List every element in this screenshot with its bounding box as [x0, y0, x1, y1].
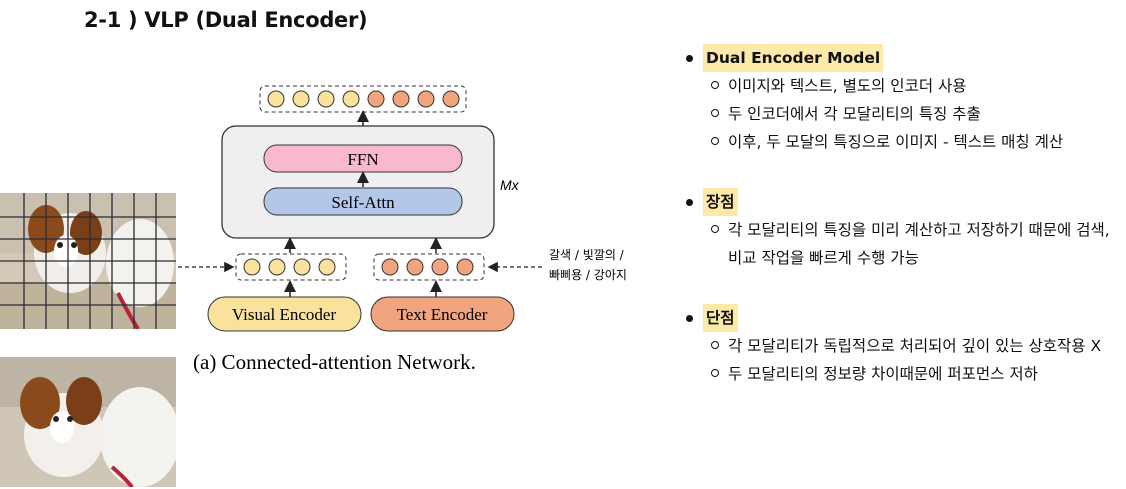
output-visual-tokens: [267, 90, 360, 108]
transformer-block: [221, 125, 495, 239]
dog-photo: [0, 357, 176, 487]
text-encoder: [370, 296, 515, 332]
visual-token-box: [235, 253, 347, 281]
text-tokens: [381, 258, 474, 276]
output-token-box: [259, 85, 467, 113]
list-item: 각 모달리티가 독립적으로 처리되어 깊이 있는 상호작용 X: [728, 337, 1102, 355]
list-item: 각 모달리티의 특징을 미리 계산하고 저장하기 때문에 검색, 비교 작업을 …: [728, 221, 1110, 267]
sub-bullet: [711, 109, 719, 117]
list-item: 이후, 두 모달의 특징으로 이미지 - 텍스트 매칭 계산: [728, 133, 1064, 151]
visual-encoder-label: Visual Encoder: [232, 305, 337, 324]
section-heading: 단점: [703, 304, 738, 332]
self-attn-label: Self-Attn: [331, 193, 395, 212]
section-advantages: 장점 각 모달리티의 특징을 미리 계산하고 저장하기 때문에 검색, 비교 작…: [683, 188, 1123, 272]
diagram-caption: (a) Connected-attention Network.: [193, 350, 476, 374]
section-heading: 장점: [703, 188, 738, 216]
visual-tokens: [243, 258, 336, 276]
list-item: 이미지와 텍스트, 별도의 인코더 사용: [728, 77, 967, 95]
text-token-box: [373, 253, 485, 281]
mx-label: Mx: [500, 177, 520, 193]
bullet-dot: [686, 198, 693, 206]
slide-title: 2-1 ) VLP (Dual Encoder): [84, 8, 368, 32]
patched-dog-photo: [0, 193, 176, 329]
output-text-tokens: [367, 90, 460, 108]
sub-bullet: [711, 137, 719, 145]
self-attn-layer: [263, 187, 463, 216]
text-input-line-1: 갈색 / 빛깔의 /: [549, 248, 625, 262]
section-heading: Dual Encoder Model: [703, 44, 884, 72]
text-input-line-2: 빠삐용 / 강아지: [549, 268, 627, 282]
list-item: 두 모달리티의 정보량 차이때문에 퍼포먼스 저하: [728, 365, 1038, 383]
visual-encoder: [207, 296, 362, 332]
text-encoder-label: Text Encoder: [397, 305, 488, 324]
bullet-list: Dual Encoder Model 이미지와 텍스트, 별도의 인코더 사용 …: [683, 44, 1123, 420]
architecture-diagram: FFN Self-Attn Mx Visual Encoder Text Enc…: [178, 85, 627, 374]
list-item: 두 인코더에서 각 모달리티의 특징 추출: [728, 105, 981, 123]
sub-bullet: [711, 341, 719, 349]
section-disadvantages: 단점 각 모달리티가 독립적으로 처리되어 깊이 있는 상호작용 X 두 모달리…: [683, 304, 1123, 388]
section-dual-encoder: Dual Encoder Model 이미지와 텍스트, 별도의 인코더 사용 …: [683, 44, 1123, 156]
sub-bullet: [711, 81, 719, 89]
sub-bullet: [711, 225, 719, 233]
sub-bullet: [711, 369, 719, 377]
ffn-label: FFN: [347, 150, 378, 169]
bullet-dot: [686, 54, 693, 62]
bullet-dot: [686, 314, 693, 322]
